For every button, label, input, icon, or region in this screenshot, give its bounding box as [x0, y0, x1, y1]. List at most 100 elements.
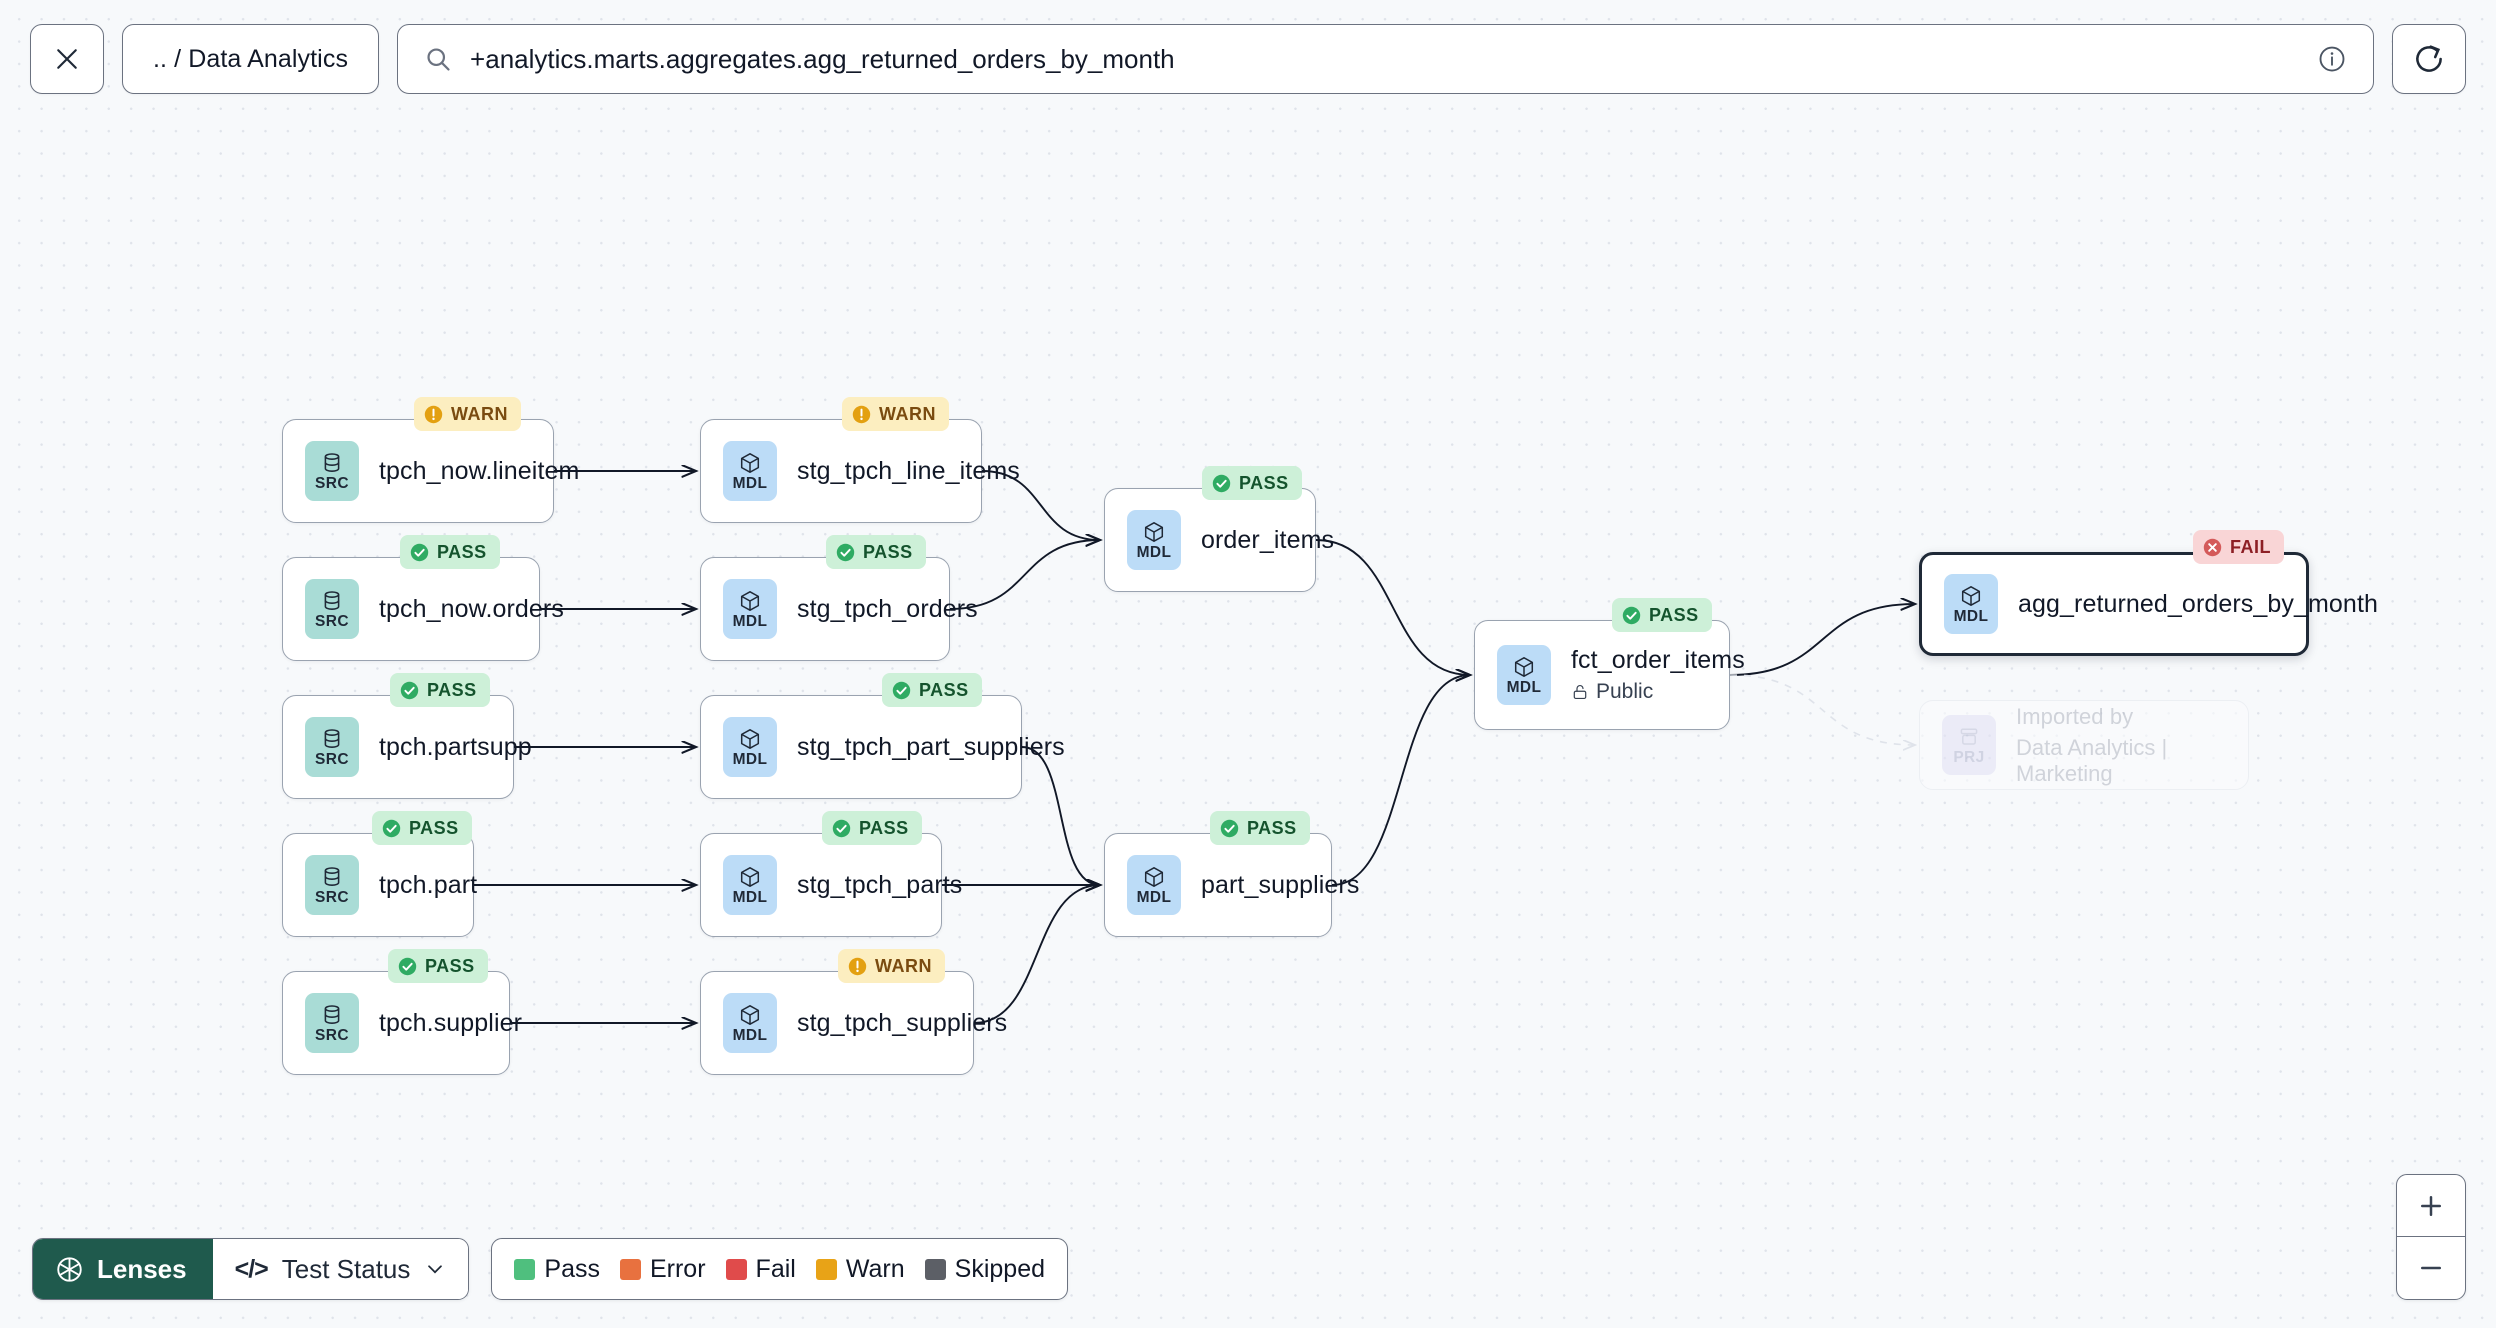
legend-label: Skipped: [954, 1254, 1046, 1283]
node-part_suppliers[interactable]: MDL part_suppliers: [1104, 833, 1360, 937]
node-kind-chip: PRJ: [1942, 715, 1996, 775]
node-title: tpch.supplier: [379, 1008, 523, 1037]
node-text: stg_tpch_line_items: [797, 457, 1020, 486]
status-badge-label: WARN: [875, 955, 932, 976]
cube-icon: [740, 728, 760, 749]
chevron-down-icon: [428, 1265, 443, 1274]
zoom-out-button[interactable]: [2397, 1237, 2465, 1299]
test-status-dropdown[interactable]: </> Test Status: [212, 1239, 469, 1299]
node-kind-label: MDL: [732, 612, 768, 630]
status-legend: Pass Error Fail Warn Skipped: [491, 1238, 1069, 1300]
edge-stg_tpch_part_suppliers-to-part_suppliers: [1021, 746, 1100, 885]
node-stg_tpch_orders[interactable]: MDL stg_tpch_orders: [700, 557, 978, 661]
node-text: tpch.partsupp: [379, 732, 532, 762]
node-title: part_suppliers: [1201, 870, 1360, 899]
lenses-button[interactable]: Lenses: [33, 1239, 213, 1299]
status-badge-label: PASS: [859, 817, 909, 838]
status-badge-tpch_supplier[interactable]: PASS: [388, 949, 488, 983]
status-badge-label: PASS: [425, 955, 475, 976]
node-kind-label: SRC: [315, 474, 349, 492]
status-badge-part_suppliers[interactable]: PASS: [1210, 811, 1310, 845]
legend-item-skipped[interactable]: Skipped: [924, 1254, 1046, 1284]
node-subtitle-label: Public: [1596, 680, 1654, 703]
status-badge-fct_order_items[interactable]: PASS: [1612, 598, 1712, 632]
check-circle-icon: [382, 819, 401, 837]
node-text: agg_returned_orders_by_month: [2018, 590, 2378, 619]
node-kind-chip: MDL: [1127, 855, 1181, 915]
minus-icon: [2421, 1266, 2441, 1270]
status-badge-stg_tpch_suppliers[interactable]: WARN: [838, 949, 945, 983]
status-badge-stg_tpch_orders[interactable]: PASS: [826, 535, 926, 569]
legend-label: Fail: [755, 1254, 796, 1283]
legend-swatch-icon: [815, 1258, 837, 1280]
check-circle-icon: [836, 543, 855, 561]
info-icon[interactable]: [2317, 44, 2347, 74]
check-circle-icon: [832, 819, 851, 837]
database-icon: [324, 728, 340, 748]
close-icon: [57, 49, 77, 69]
node-kind-label: MDL: [732, 1026, 768, 1044]
node-kind-chip: MDL: [1944, 574, 1998, 634]
node-text: tpch.supplier: [379, 1008, 523, 1038]
status-badge-agg_returned_orders_by_month[interactable]: FAIL: [2193, 530, 2284, 564]
legend-item-warn[interactable]: Warn: [815, 1255, 905, 1284]
legend-item-pass[interactable]: Pass: [514, 1255, 600, 1284]
status-badge-stg_tpch_parts[interactable]: PASS: [822, 811, 922, 845]
node-kind-chip: MDL: [723, 717, 777, 777]
close-button[interactable]: [30, 24, 104, 94]
node-subtitle: Data Analytics | Marketing: [2016, 735, 2248, 787]
status-badge-tpch_partsupp[interactable]: PASS: [390, 673, 490, 707]
refresh-icon: [2416, 45, 2442, 72]
database-icon: [324, 590, 340, 610]
legend-swatch-icon: [725, 1258, 747, 1280]
node-title: tpch.partsupp: [379, 732, 532, 761]
status-badge-tpch_now_orders[interactable]: PASS: [400, 535, 500, 569]
check-circle-icon: [892, 681, 911, 699]
status-badge-label: PASS: [919, 679, 969, 700]
search-input[interactable]: +analytics.marts.aggregates.agg_returned…: [397, 24, 2374, 94]
check-circle-icon: [400, 681, 419, 699]
node-kind-chip: MDL: [723, 579, 777, 639]
node-subtitle: Public: [1571, 680, 1729, 704]
check-circle-icon: [1220, 819, 1239, 837]
node-kind-chip: MDL: [1127, 510, 1181, 570]
node-title: stg_tpch_orders: [797, 594, 978, 623]
zoom-in-button[interactable]: [2397, 1175, 2465, 1237]
refresh-button[interactable]: [2392, 24, 2466, 94]
legend-label: Pass: [544, 1254, 600, 1283]
node-kind-chip: SRC: [305, 855, 359, 915]
status-badge-stg_tpch_part_suppliers[interactable]: PASS: [882, 673, 982, 707]
node-agg_returned_orders_by_month[interactable]: MDL agg_returned_orders_by_month: [1919, 552, 2378, 656]
edge-stg_tpch_suppliers-to-part_suppliers: [973, 885, 1100, 1024]
status-badge-stg_tpch_line_items[interactable]: WARN: [842, 397, 949, 431]
status-badge-tpch_part[interactable]: PASS: [372, 811, 472, 845]
database-icon: [324, 866, 340, 886]
warning-circle-icon: [852, 405, 871, 423]
status-badge-tpch_now_lineitem[interactable]: WARN: [414, 397, 521, 431]
legend-item-error[interactable]: Error: [619, 1254, 706, 1284]
breadcrumb[interactable]: .. / Data Analytics: [122, 24, 380, 94]
legend-label: Error: [649, 1254, 706, 1283]
cube-icon: [1514, 656, 1534, 677]
check-circle-icon: [410, 543, 429, 561]
legend-item-fail[interactable]: Fail: [725, 1254, 796, 1284]
node-text: tpch_now.orders: [379, 595, 564, 624]
status-badge-label: FAIL: [2230, 536, 2271, 557]
status-badge-order_items[interactable]: PASS: [1202, 466, 1302, 500]
error-circle-icon: [2203, 538, 2222, 556]
zoom-controls: [2396, 1174, 2466, 1300]
